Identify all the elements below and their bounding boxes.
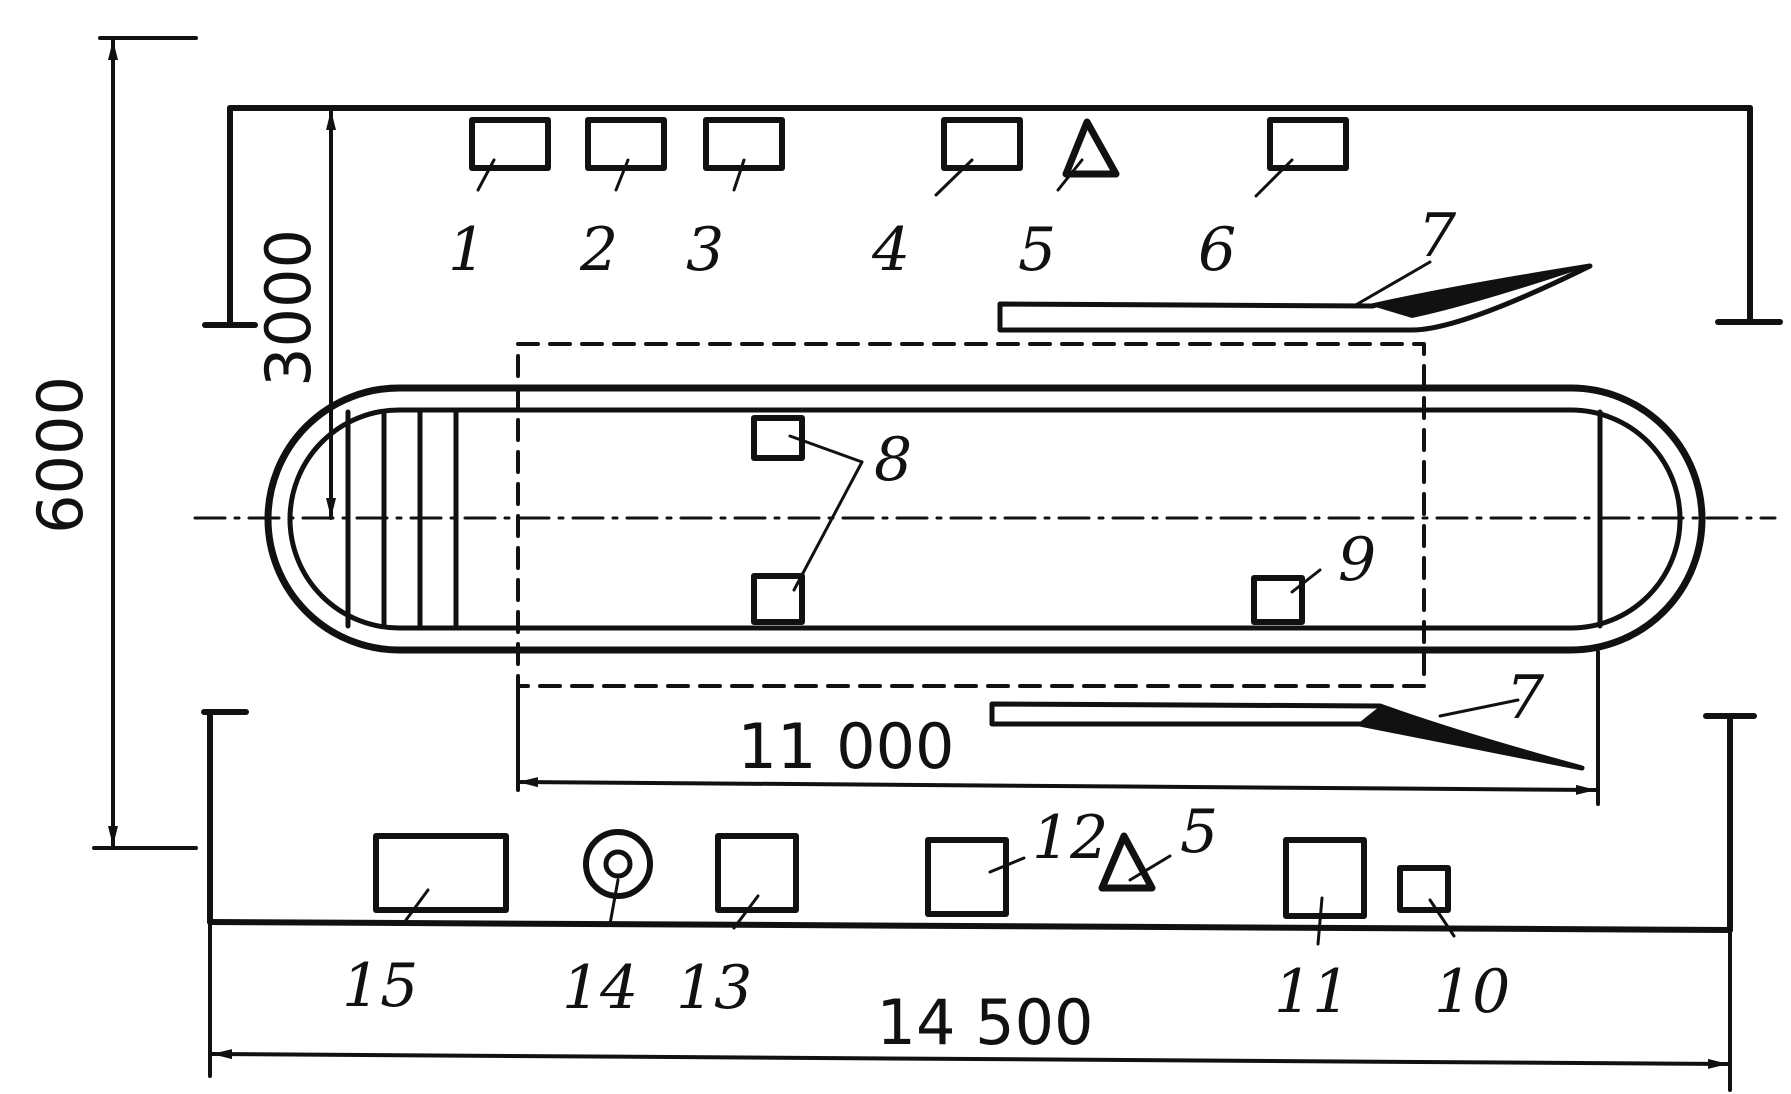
label-5-bottom: 5 [1180,797,1218,867]
equipment-15 [373,833,509,913]
label-10: 10 [1434,957,1510,1027]
label-3: 3 [686,215,724,285]
dimension-14500 [208,920,1732,1092]
label-2: 2 [579,215,618,285]
label-14: 14 [562,953,638,1023]
dim-text-11000: 11 000 [738,710,955,783]
label-1: 1 [448,215,486,285]
equipment-9 [1251,575,1305,625]
equipment-14-outer [583,829,653,899]
equipment-5-bottom [1098,832,1156,892]
bottom-wall [201,709,1757,933]
dim-text-3000: 3000 [252,229,325,387]
label-4: 4 [871,215,910,285]
label-7-bottom: 7 [1506,663,1545,733]
ramp-top [997,260,1593,333]
label-5-top: 5 [1018,215,1056,285]
label-15: 15 [342,951,418,1021]
bottom-equipment [373,829,1451,919]
equipment-6 [1267,117,1349,171]
label-6: 6 [1198,215,1236,285]
pit-equipment [751,415,1322,625]
equipment-3 [703,117,785,171]
equipment-5-top [1062,118,1120,178]
dim-text-6000: 6000 [24,376,97,534]
bottom-leaders [404,854,1456,946]
equipment-14-inner [603,849,633,879]
equipment-8a [751,415,805,461]
label-9: 9 [1338,525,1376,595]
dimension-11000 [516,650,1600,806]
equipment-11 [1283,837,1367,919]
equipment-12 [925,837,1009,917]
label-13: 13 [676,953,752,1023]
equipment-1 [469,117,551,171]
label-7-top: 7 [1418,201,1457,271]
top-wall [202,105,1783,328]
equipment-10 [1397,865,1451,913]
ramp-bottom [989,698,1585,771]
label-8: 8 [874,425,912,495]
label-11: 11 [1274,957,1350,1027]
equipment-8b [751,573,805,625]
label-12: 12 [1032,803,1108,873]
equipment-13 [715,833,799,913]
equipment-2 [585,117,667,171]
inspection-pit [193,384,1777,654]
equipment-4 [941,117,1023,171]
top-leaders [476,158,1294,198]
dim-text-14500: 14 500 [877,986,1094,1059]
dimension-6000 [92,36,198,850]
top-equipment [469,117,1349,178]
vehicle-outline [516,342,1426,688]
